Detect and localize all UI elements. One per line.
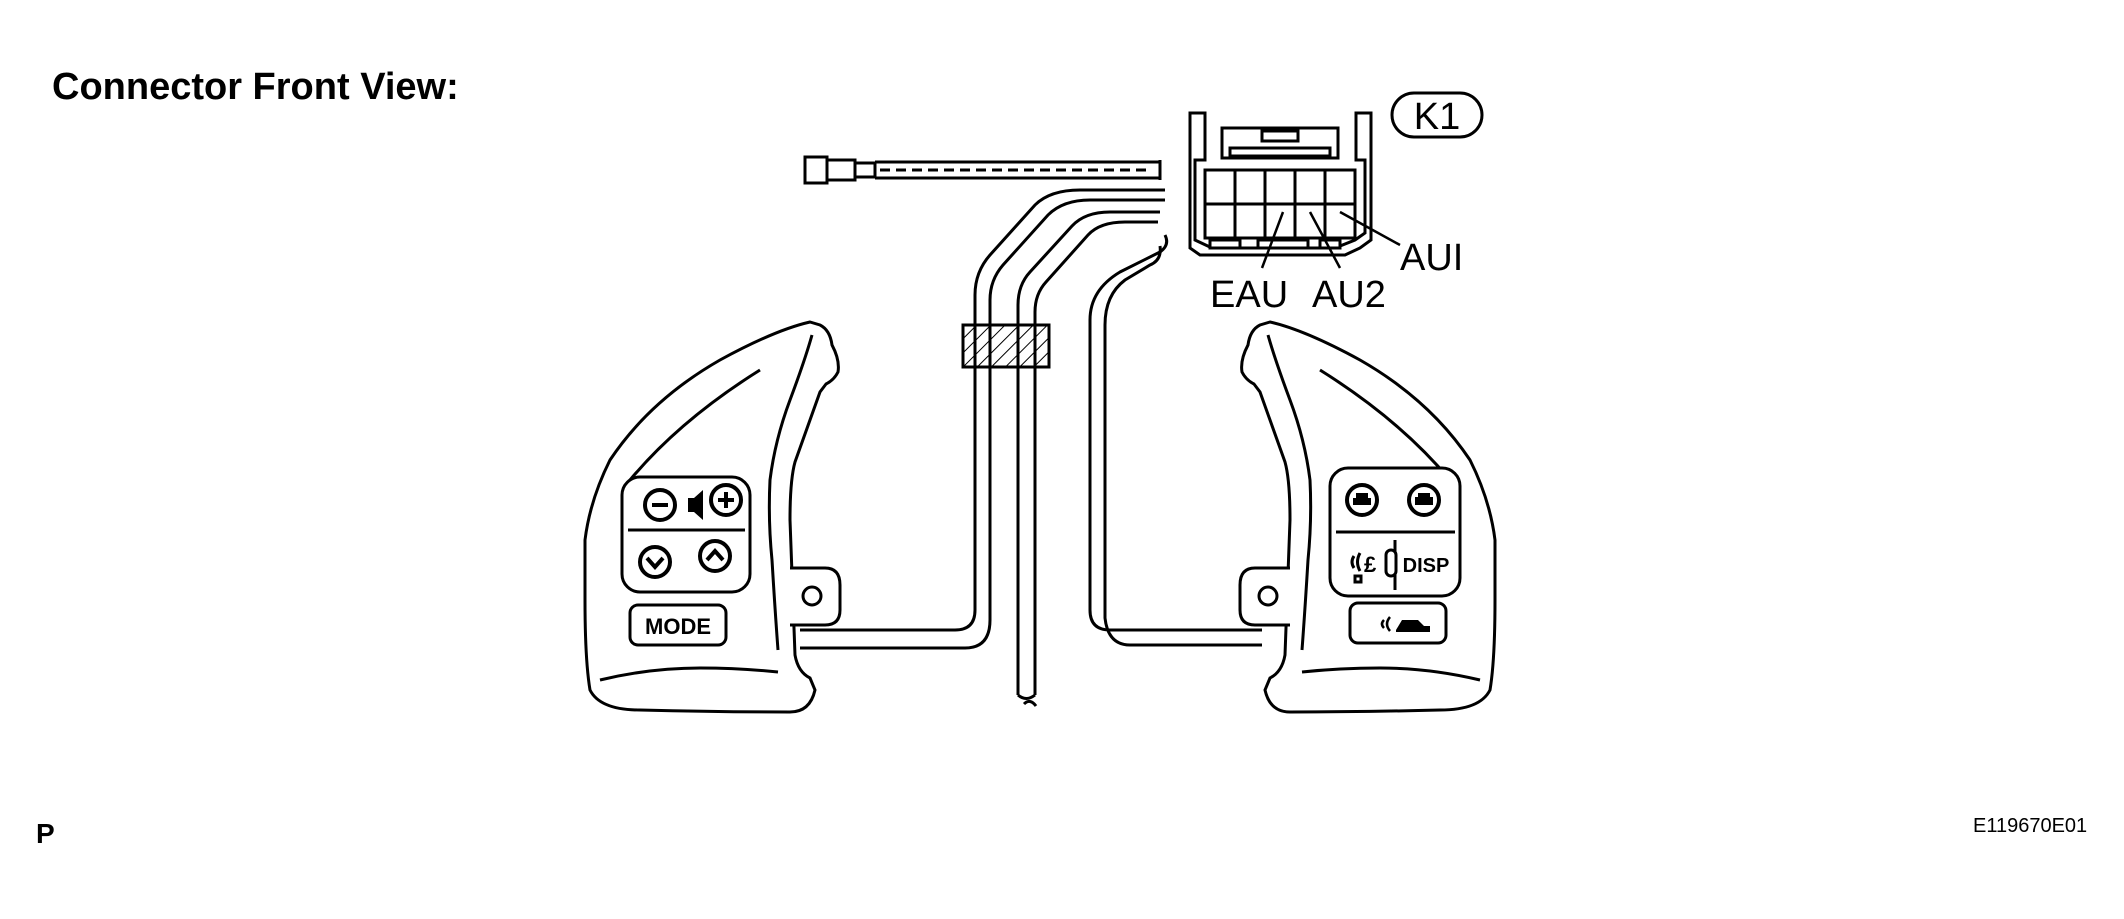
svg-text:£: £ — [1364, 552, 1377, 577]
volume-up-icon — [709, 483, 743, 517]
harness-tape — [961, 323, 1051, 369]
seek-up-icon — [698, 539, 732, 573]
terminal-label-au2: AU2 — [1312, 274, 1386, 316]
page-letter: P — [36, 818, 55, 849]
speaker-icon — [688, 490, 703, 520]
left-steering-switch — [583, 320, 842, 714]
diagram-title: Connector Front View: — [52, 66, 459, 108]
wire-plug — [803, 155, 1162, 185]
volume-down-icon — [643, 488, 677, 522]
seek-down-icon — [638, 545, 672, 579]
wire-harness — [800, 188, 1262, 707]
divider-pill — [1384, 548, 1398, 578]
terminal-label-aui: AUI — [1400, 237, 1463, 279]
off-hook-icon — [1407, 483, 1441, 517]
on-hook-icon — [1345, 483, 1379, 517]
disp-button-label: DISP — [1403, 555, 1450, 577]
voice-icon: £ — [1350, 552, 1377, 584]
right-steering-switch — [1238, 320, 1497, 714]
terminal-leaders — [1260, 210, 1401, 269]
terminal-label-eau: EAU — [1210, 274, 1288, 316]
distance-icon — [1380, 616, 1430, 632]
figure-code: E119670E01 — [1973, 815, 2088, 837]
mode-button-label: MODE — [645, 614, 711, 639]
connector-k1 — [1188, 111, 1373, 257]
connector-id-badge: K1 — [1390, 91, 1484, 139]
connector-id-text: K1 — [1414, 96, 1460, 138]
